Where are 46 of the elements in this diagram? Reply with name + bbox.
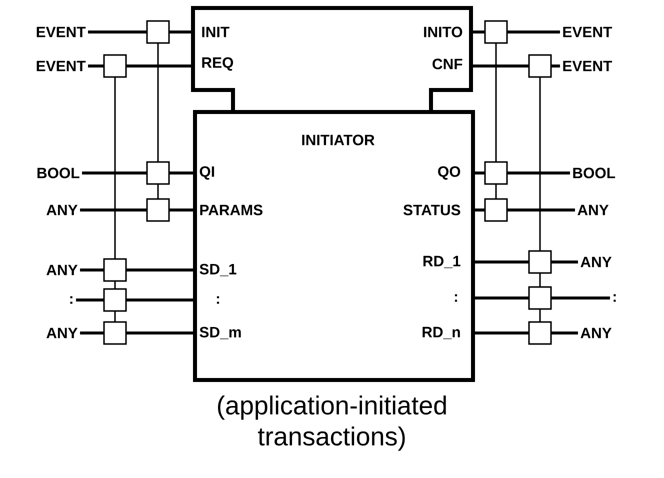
connector-line [82,172,193,174]
port-label: : [216,296,220,304]
type-label: : [614,294,616,302]
connector-line [475,260,578,264]
type-label: EVENT [563,26,612,38]
port-label: INITO [424,26,462,38]
port-label: INIT [202,26,230,38]
port-label: PARAMS [200,204,262,216]
port-label: SD_m [200,326,241,340]
connector-line [80,332,193,334]
connector-line [80,208,193,212]
block-head [191,6,473,110]
block-title: INITIATOR [302,134,374,146]
connector-line [80,268,193,272]
port-label: STATUS [403,204,460,216]
type-label: ANY [46,204,78,216]
connector-line [471,64,560,68]
caption: (application-initiated transactions) [218,396,446,451]
type-label: : [70,296,72,304]
connector-line [471,30,560,34]
connector-line [475,208,575,212]
type-label: ANY [578,204,609,216]
connector-line [475,296,610,300]
port-label: REQ [202,57,234,71]
function-block [193,110,475,382]
type-label: EVENT [36,26,86,38]
type-label: ANY [46,328,78,338]
type-label: ANY [580,256,612,268]
port-label: CNF [432,58,462,70]
type-label: BOOL [37,168,80,178]
type-label: EVENT [563,60,612,72]
port-label: SD_1 [200,264,236,276]
port-label: QI [200,166,214,180]
port-label: : [454,294,458,302]
port-label: QO [438,166,460,180]
type-label: ANY [580,328,612,338]
connector-line [88,64,193,68]
port-label: RD_n [422,326,460,340]
type-label: ANY [46,264,78,276]
port-label: RD_1 [423,256,460,268]
type-label: BOOL [573,168,616,178]
connector-line [76,298,193,302]
type-label: EVENT [36,60,86,72]
connector-line [475,332,578,334]
connector-line [88,30,193,34]
connector-line [475,172,570,174]
